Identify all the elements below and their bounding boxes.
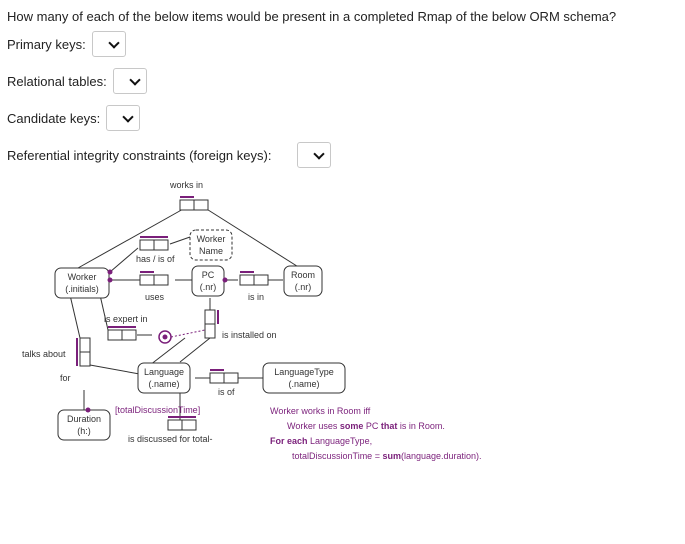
language-entity-name: Language [144,367,184,377]
languagetype-entity-ref: (.name) [288,379,319,389]
foreign-keys-label: Referential integrity constraints (forei… [7,147,272,163]
candidate-keys-label: Candidate keys: [7,110,101,126]
room-entity-name: Room [291,270,315,280]
chevron-down-icon [108,37,120,49]
candidate-keys-row: Candidate keys: [7,105,141,131]
note-1-line-2: Worker uses some PC that is in Room. [287,421,445,431]
is-discussed-for-total-label: is discussed for total- [128,434,213,444]
worker-name-entity-name: Worker [197,234,226,244]
relational-tables-row: Relational tables: [7,68,147,94]
is-in-label: is in [248,292,264,302]
talks-about-label: talks about [22,349,66,359]
room-entity-ref: (.nr) [295,282,312,292]
worker-entity-ref: (.initials) [65,284,99,294]
language-entity-ref: (.name) [148,379,179,389]
question-text: How many of each of the below items woul… [7,9,617,24]
orm-schema-diagram: Worker (.initials) PC (.nr) Room (.nr) W… [22,180,482,461]
note-2-line-1: For each LanguageType, [270,436,372,446]
worker-name-entity-ref: Name [199,246,223,256]
foreign-keys-row: Referential integrity constraints (forei… [7,142,332,168]
pc-entity-ref: (.nr) [200,282,217,292]
chevron-down-icon [313,148,326,160]
works-in-label: works in [169,180,203,190]
relational-tables-label: Relational tables: [7,73,107,89]
is-of-label: is of [218,387,235,397]
pc-entity-name: PC [202,270,215,280]
duration-entity-name: Duration [67,414,101,424]
worker-entity-name: Worker [68,272,97,282]
languagetype-entity-name: LanguageType [274,367,334,377]
for-label: for [60,373,71,383]
is-installed-on-label: is installed on [222,330,277,340]
chevron-down-icon [129,74,141,86]
has-is-of-label: has / is of [136,254,175,264]
chevron-down-icon [122,111,134,123]
note-1-line-1: Worker works in Room iff [270,406,371,416]
total-discussion-time-label: [totalDiscussionTime] [115,405,200,415]
primary-keys-select[interactable] [91,31,126,57]
uses-label: uses [145,292,165,302]
foreign-keys-select[interactable] [297,142,332,168]
duration-entity-ref: (h:) [77,426,91,436]
candidate-keys-select[interactable] [106,105,141,131]
primary-keys-row: Primary keys: [7,31,126,57]
relational-tables-select[interactable] [112,68,147,94]
is-expert-in-label: is expert in [104,314,148,324]
primary-keys-label: Primary keys: [7,36,86,52]
note-2-line-2: totalDiscussionTime = sum(language.durat… [292,451,482,461]
